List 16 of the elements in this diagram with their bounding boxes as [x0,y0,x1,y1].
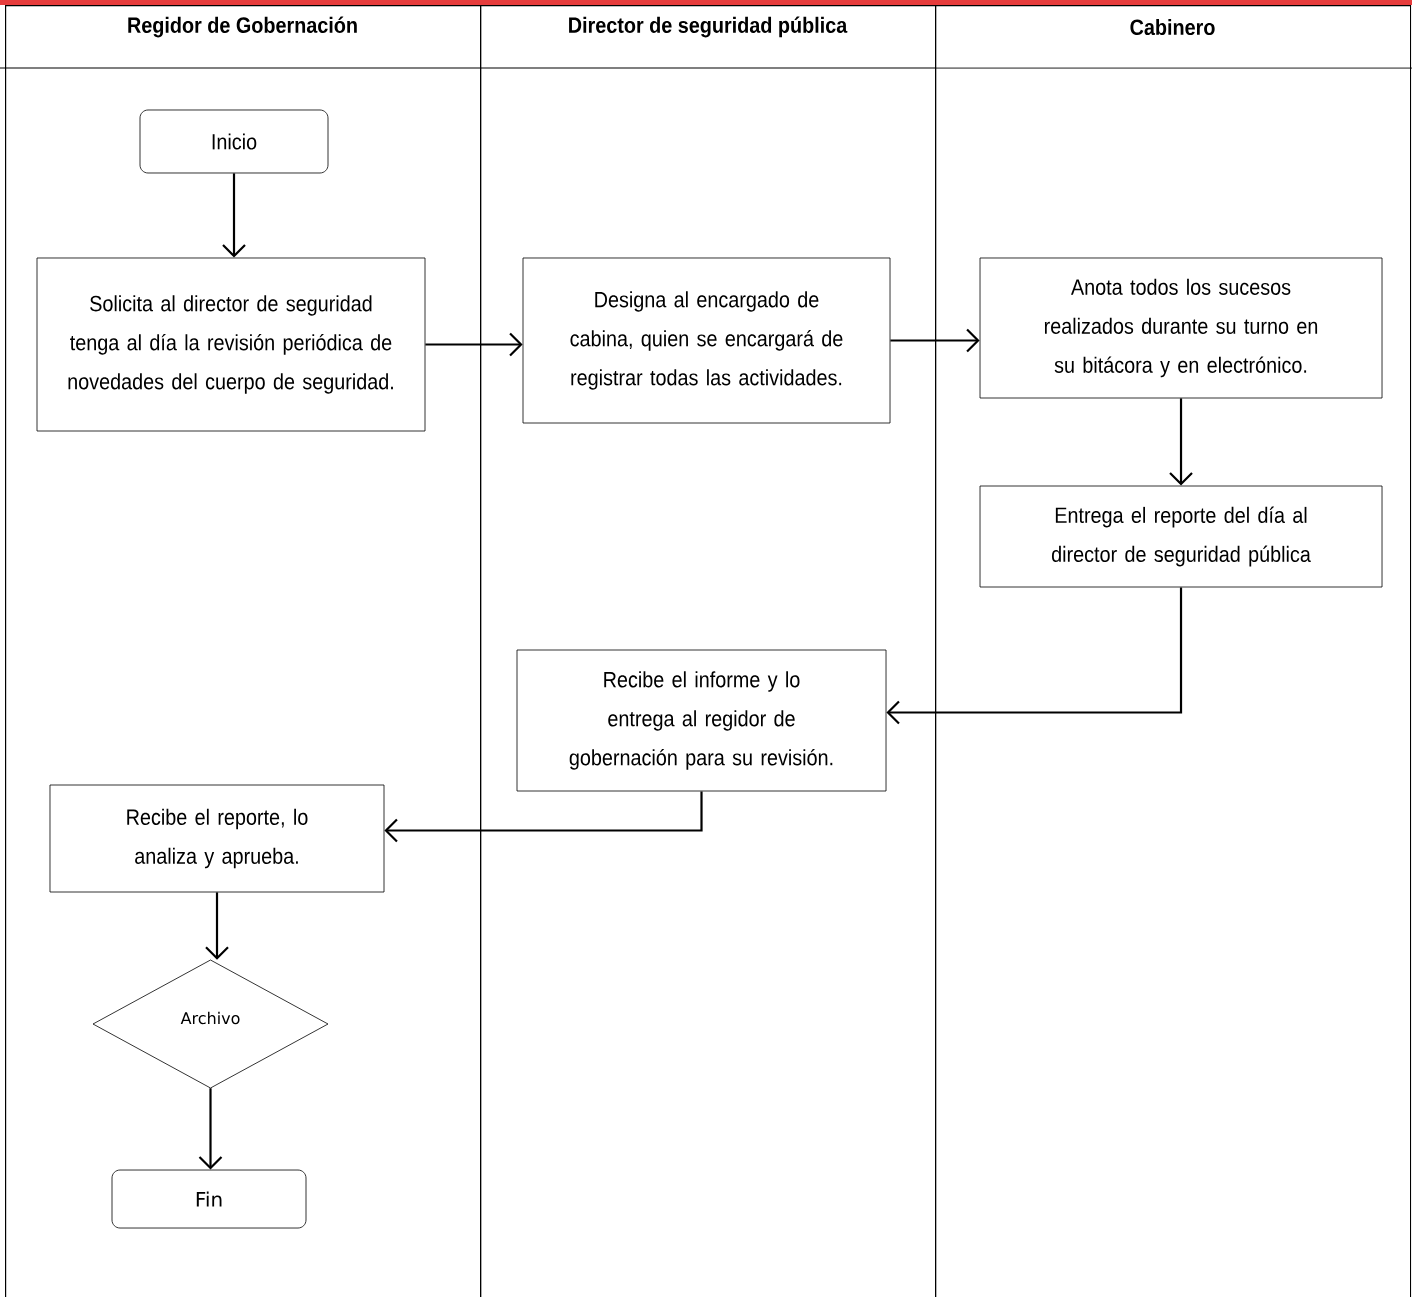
arrow [205,892,229,960]
process-box: Recibe el informe y lo entrega al regidor de gobernación para su revisión. [516,649,887,792]
process-box: Anota todos los sucesos realizados durante su turno en su bitácora y en electrónico. [979,257,1383,399]
arrow [222,173,246,258]
process-box: Designa al encargado de cabina, quien se encargará de registrar todas las actividades. [522,257,891,424]
terminal-box: Fin [111,1169,307,1229]
process-box: Recibe el reporte, lo analiza y aprueba. [49,784,385,893]
arrow [384,791,703,843]
arrow [886,587,1183,725]
arrow [425,332,523,357]
arrow [1169,398,1193,486]
arrow [890,328,980,353]
process-box: Solicita al director de seguridad tenga al día la revisión periódica de novedades del cuerpo de seguridad. [36,257,426,432]
arrow [198,1088,223,1170]
terminal-box: Inicio [139,109,329,174]
process-box: Entrega el reporte del día al director de seguridad pública [979,485,1383,588]
